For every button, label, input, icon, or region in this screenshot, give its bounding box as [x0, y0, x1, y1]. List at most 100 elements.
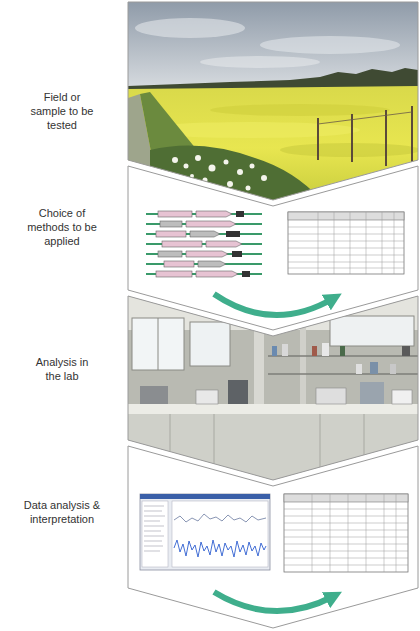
step-label: Analysis in the lab	[35, 356, 89, 384]
step-label: Data analysis & interpretation	[23, 499, 101, 527]
gene-construct	[226, 231, 240, 237]
step-text: Field or sample to be tested	[26, 91, 98, 132]
lab-photo	[282, 344, 288, 356]
software-screen	[144, 551, 160, 552]
field-photo	[200, 56, 320, 68]
gene-construct	[236, 211, 244, 217]
field-photo	[237, 169, 243, 175]
field-photo	[351, 114, 353, 162]
data-table	[284, 551, 408, 552]
lab-photo	[390, 364, 396, 374]
field-photo	[135, 18, 245, 38]
lab-photo	[330, 316, 414, 346]
lab-photo	[360, 382, 384, 404]
data-table	[284, 523, 408, 524]
lab-photo	[132, 318, 184, 370]
data-table	[288, 255, 404, 256]
lab-photo	[316, 388, 346, 404]
data-table	[394, 212, 395, 274]
data-table	[288, 248, 404, 249]
software-screen	[144, 536, 164, 537]
flow-arrow	[214, 592, 334, 611]
data-table	[288, 227, 404, 228]
data-table	[288, 234, 404, 235]
lab-photo	[312, 346, 317, 356]
gene-construct	[160, 221, 182, 227]
lab-photo	[322, 343, 329, 356]
field-photo	[280, 143, 420, 157]
lab-photo	[268, 356, 418, 374]
software-screen	[144, 511, 162, 512]
analysis-panel	[128, 440, 418, 631]
data-table	[284, 537, 408, 538]
data-table	[284, 494, 408, 572]
gene-construct	[158, 211, 192, 217]
software-screen	[174, 514, 266, 522]
methods-panel	[128, 160, 418, 340]
data-table	[284, 494, 408, 572]
gene-construct	[206, 241, 242, 247]
lab-photo	[370, 362, 378, 374]
field-photo	[128, 0, 418, 92]
lab-photo	[272, 343, 410, 374]
field-photo	[246, 186, 251, 191]
data-table	[284, 558, 408, 559]
lab-photo	[190, 322, 230, 366]
data-table	[288, 212, 404, 220]
lab-photo	[228, 380, 248, 404]
field-photo	[411, 106, 413, 170]
methods-panel	[128, 160, 418, 340]
software-screen	[140, 494, 270, 499]
lab-photo	[196, 390, 218, 404]
gene-construct	[196, 211, 232, 217]
software-screen	[172, 501, 268, 567]
software-screen	[144, 546, 163, 547]
data-table	[348, 494, 349, 572]
lab-photo	[272, 346, 277, 356]
step-text: Data analysis & interpretation	[23, 499, 101, 527]
gene-construct	[232, 251, 242, 257]
gene-construct	[162, 241, 202, 247]
data-table	[284, 565, 408, 566]
data-table	[366, 494, 367, 572]
gene-construct	[186, 251, 228, 257]
software-screen	[140, 494, 270, 570]
software-screen	[142, 501, 168, 567]
gene-construct	[156, 231, 186, 237]
data-table	[384, 494, 385, 572]
flow-arrow	[214, 294, 334, 315]
software-screen	[144, 541, 162, 542]
data-table	[284, 530, 408, 531]
field-photo	[261, 175, 267, 181]
gene-construct	[158, 251, 182, 257]
software-screen	[144, 516, 165, 517]
field-photo	[210, 104, 390, 116]
software-screen	[140, 494, 270, 570]
lab-photo	[356, 364, 362, 374]
chevron-outline	[128, 2, 418, 628]
lab-photo	[392, 390, 412, 404]
software-screen	[144, 506, 165, 551]
lab-photo	[158, 318, 159, 370]
lab-photo	[402, 346, 410, 356]
data-table	[284, 494, 408, 572]
gene-construct	[186, 221, 236, 227]
data-table	[366, 212, 367, 274]
field-photo	[224, 160, 229, 165]
data-table	[330, 494, 331, 572]
field-photo	[227, 181, 233, 187]
gene-construct	[198, 261, 226, 267]
gene-construct	[156, 271, 192, 277]
chevron-outline	[128, 446, 418, 628]
data-table	[396, 494, 397, 572]
gene-construct	[190, 231, 220, 237]
data-table	[284, 544, 408, 545]
software-screen	[174, 540, 266, 557]
data-table	[288, 212, 404, 274]
gene-construct	[242, 271, 250, 277]
field-photo	[318, 112, 412, 124]
gene-construct	[164, 261, 194, 267]
data-table	[288, 262, 404, 263]
